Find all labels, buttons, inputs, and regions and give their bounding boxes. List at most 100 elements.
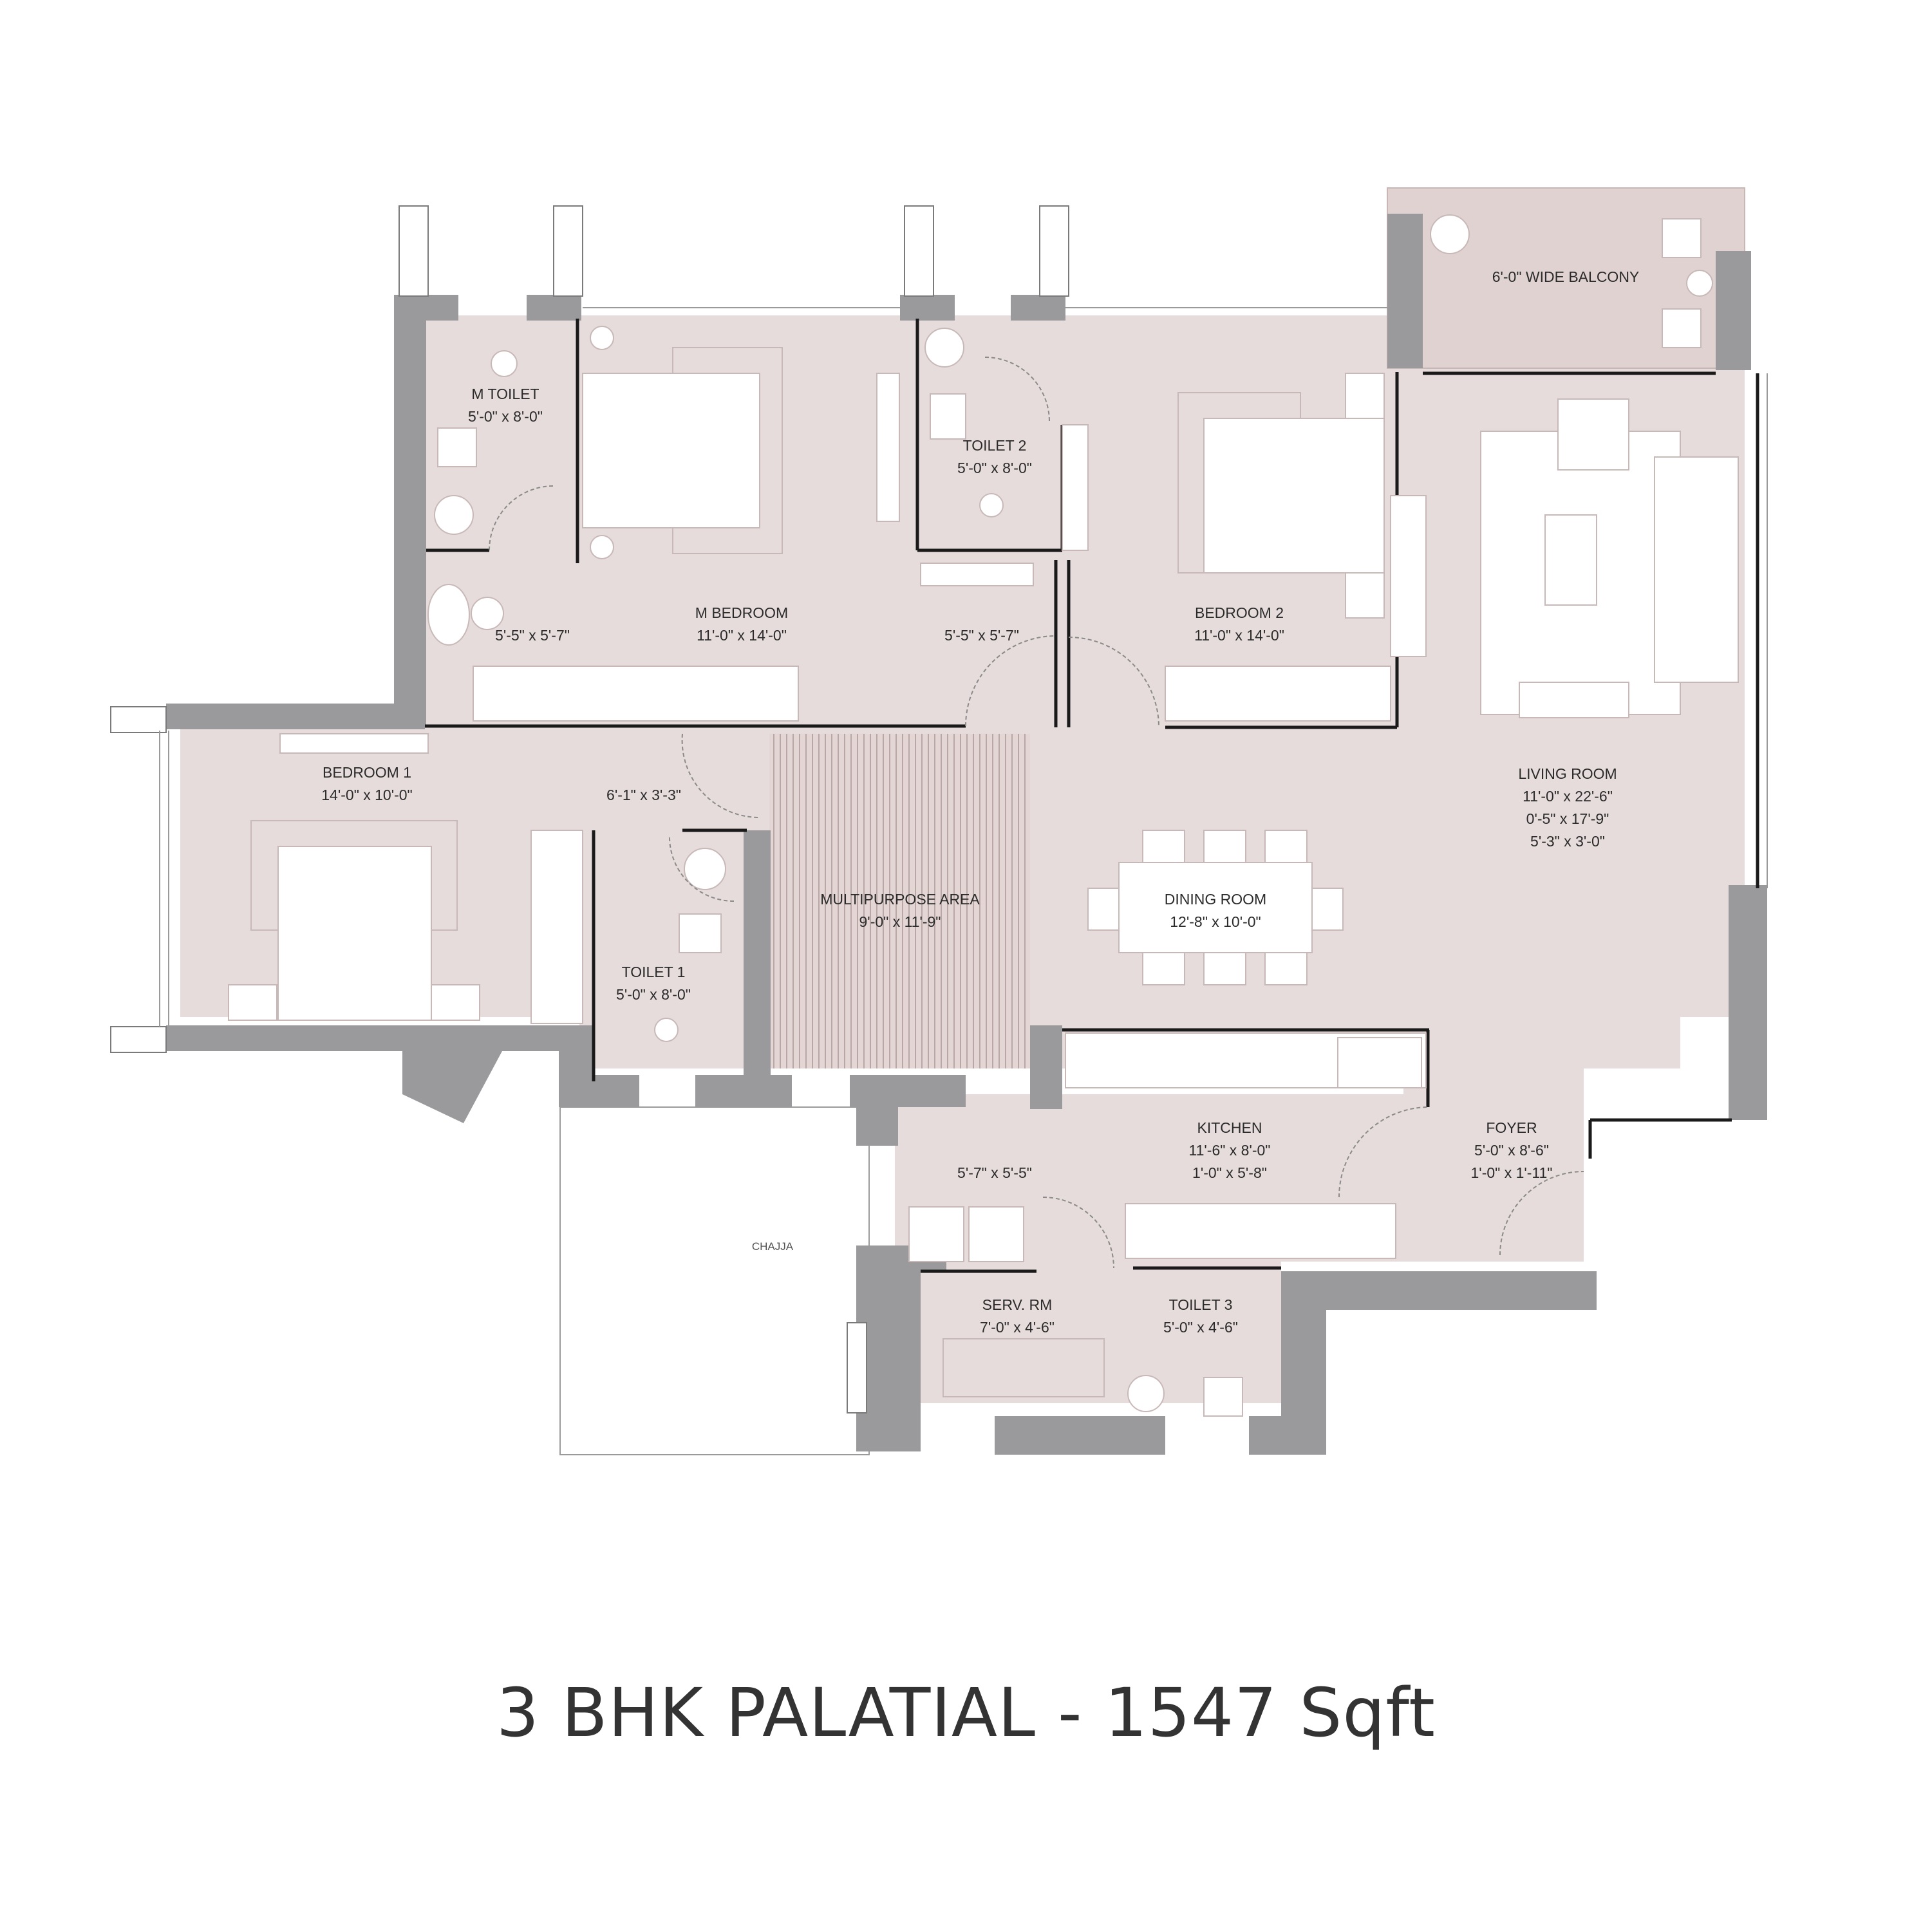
dining-chair-3 <box>1264 830 1308 863</box>
label-toilet-1: TOILET 1 <box>622 964 686 980</box>
mbed-lamp-top <box>590 326 614 350</box>
size-foyer-2: 1'-0" x 1'-11" <box>1471 1164 1553 1181</box>
mtoilet-wc <box>437 427 477 467</box>
wall-mtoilet-left <box>394 295 426 726</box>
dining-chair-5 <box>1203 952 1246 985</box>
wall-foyer-right <box>1577 1271 1597 1310</box>
bed1-side-b <box>431 984 480 1021</box>
kitchen-fridge <box>1337 1037 1422 1088</box>
room-labels: M TOILET 5'-0" x 8'-0" TOILET 2 5'-0" x … <box>321 268 1639 1336</box>
kitchen-counter-bottom <box>1125 1203 1396 1259</box>
chajja-outline <box>559 1106 870 1455</box>
window-toilet2-2 <box>1039 205 1069 297</box>
dining-chair-8 <box>1311 888 1344 931</box>
size-kitchen-2: 1'-0" x 5'-8" <box>1192 1164 1267 1181</box>
door-bed1 <box>681 733 760 819</box>
label-serv-rm: SERV. RM <box>982 1296 1053 1313</box>
window-servant <box>847 1322 867 1413</box>
size-toilet-2: 5'-0" x 8'-0" <box>957 460 1032 476</box>
size-m-bedroom: 11'-0" x 14'-0" <box>697 627 787 644</box>
window-left-lower <box>110 1026 167 1053</box>
bed1-wardrobe <box>530 830 583 1024</box>
door-kitchen <box>1338 1106 1430 1198</box>
size-multipurpose: 9'-0" x 11'-9" <box>859 913 941 930</box>
wall-toilet1-bottom-left-b <box>559 1075 639 1107</box>
label-toilet-3: TOILET 3 <box>1169 1296 1233 1313</box>
size-toilet-1: 5'-0" x 8'-0" <box>616 986 691 1003</box>
window-left-upper <box>110 706 167 733</box>
wall-toilet2-top-left <box>900 295 955 321</box>
door-mbed <box>965 635 1056 727</box>
dim-kitchen-store: 5'-7" x 5'-5" <box>957 1164 1032 1181</box>
mbed-table <box>471 597 504 630</box>
dim-m-bed-right: 5'-5" x 5'-7" <box>944 627 1019 644</box>
wall-balcony-right <box>1716 251 1751 370</box>
dining-table <box>1118 862 1313 953</box>
bed2-wardrobe <box>1165 666 1391 722</box>
kitchen-store-2 <box>968 1206 1024 1262</box>
servant-bed <box>943 1338 1105 1397</box>
living-bench <box>1519 682 1629 718</box>
wall-left-upper <box>166 704 425 729</box>
label-m-toilet: M TOILET <box>471 386 539 402</box>
dining-chair-7 <box>1087 888 1120 931</box>
bed1-side <box>228 984 277 1021</box>
living-coffee-table <box>1544 514 1597 606</box>
size-toilet-3: 5'-0" x 4'-6" <box>1163 1319 1238 1336</box>
partitions <box>425 319 1759 1273</box>
toilet1-sink <box>684 848 726 890</box>
mbed-lamp-bottom <box>590 535 614 559</box>
window-mtoilet-2 <box>553 205 583 297</box>
wall-mtoilet-top-right <box>527 295 581 321</box>
mbed-bed <box>582 373 760 528</box>
size-foyer-1: 5'-0" x 8'-6" <box>1474 1142 1549 1159</box>
windows <box>110 205 1069 1413</box>
window-mtoilet <box>399 205 429 297</box>
wall-living-right <box>1729 885 1767 1120</box>
label-balcony: 6'-0" WIDE BALCONY <box>1492 268 1640 285</box>
bed2-side-b <box>1345 572 1385 619</box>
door-toilet1 <box>669 836 735 902</box>
mbed-desk <box>876 373 900 522</box>
size-kitchen-1: 11'-6" x 8'-0" <box>1189 1142 1271 1159</box>
wall-foyer-bottom <box>1281 1271 1597 1310</box>
dining-chair-4 <box>1142 952 1185 985</box>
multipurpose-floor <box>769 734 1030 1068</box>
door-bed2 <box>1068 637 1159 728</box>
door-servant <box>1042 1197 1114 1269</box>
furniture <box>228 214 1739 1417</box>
toilet2-sink <box>924 328 964 368</box>
bed2-side <box>1345 373 1385 419</box>
mbed-wardrobe <box>473 666 799 722</box>
mtoilet-basin <box>491 350 518 377</box>
wall-bay <box>402 1051 502 1123</box>
label-chajja: CHAJJA <box>752 1240 794 1253</box>
floor-foyer <box>1403 1068 1584 1262</box>
toilet2-basin <box>979 493 1004 518</box>
living-sofa <box>1654 456 1739 683</box>
wall-servant-bottom <box>995 1416 1165 1455</box>
bed1-desk <box>279 733 429 754</box>
walls <box>166 214 1767 1455</box>
bed2-bed <box>1203 418 1385 574</box>
dining-chair-1 <box>1142 830 1185 863</box>
label-dining-room: DINING ROOM <box>1165 891 1266 908</box>
door-toilet2 <box>984 357 1050 422</box>
size-bedroom-1: 14'-0" x 10'-0" <box>321 787 412 803</box>
wall-toilet1-right <box>744 830 771 1107</box>
door-foyer <box>1499 1171 1584 1256</box>
wall-balcony-left <box>1387 214 1423 368</box>
balcony-chair-2 <box>1662 308 1702 348</box>
toilet3-wc <box>1203 1377 1243 1417</box>
wall-kitchen-left-b <box>856 1075 898 1146</box>
label-m-bedroom: M BEDROOM <box>695 604 788 621</box>
bed2-tv <box>1390 495 1427 657</box>
dining-chair-2 <box>1203 830 1246 863</box>
bed1-bed <box>277 846 432 1021</box>
door-mtoilet <box>489 485 554 551</box>
size-living-room-3: 5'-3" x 3'-0" <box>1530 833 1605 850</box>
size-living-room-2: 0'-5" x 17'-9" <box>1526 810 1609 827</box>
size-m-toilet: 5'-0" x 8'-0" <box>468 408 543 425</box>
toilet2-wc <box>930 393 966 440</box>
